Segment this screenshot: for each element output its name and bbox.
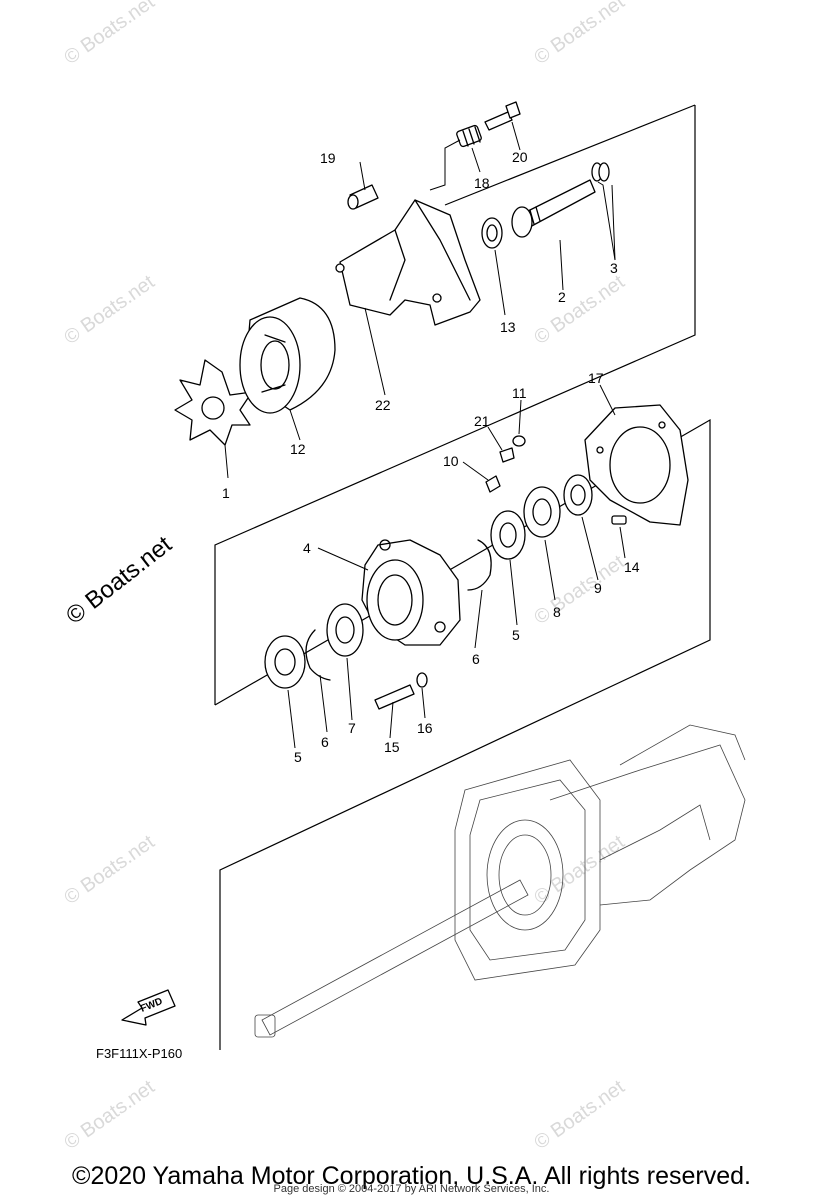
part-coupler-12 (239, 297, 336, 414)
part-collar-19 (347, 184, 379, 210)
part-circlip-6-lower (305, 629, 331, 681)
watermark: © Boats.net (60, 831, 159, 909)
part-o-rings-3 (591, 162, 610, 182)
callout-22: 22 (375, 397, 391, 413)
watermark: © Boats.net (60, 271, 159, 349)
callout-19: 19 (320, 150, 336, 166)
part-spring-18 (456, 124, 482, 148)
callout-12: 12 (290, 441, 306, 457)
callout-5-upper: 5 (512, 627, 520, 643)
watermark: © Boats.net (530, 831, 629, 909)
part-bolt-15 (374, 684, 415, 710)
callout-21: 21 (474, 413, 490, 429)
part-shaft-2 (511, 179, 596, 238)
diagram-code: F3F111X-P160 (96, 1046, 182, 1061)
callout-15: 15 (384, 739, 400, 755)
callout-18: 18 (474, 175, 490, 191)
callout-5-lower: 5 (294, 749, 302, 765)
exploded-frame (214, 104, 711, 1050)
part-housing-4 (361, 539, 461, 646)
part-seal-9 (563, 474, 593, 516)
part-nipple-10 (485, 475, 501, 493)
watermark: © Boats.net (60, 0, 159, 69)
callout-17: 17 (588, 370, 604, 386)
assembly-pump-reference (254, 724, 746, 1038)
part-pin-14 (611, 515, 627, 525)
callout-16: 16 (417, 720, 433, 736)
page-design-notice: Page design © 2004-2017 by ARI Network S… (273, 1183, 550, 1195)
part-bearing-7 (326, 603, 364, 657)
part-bolt-21 (499, 447, 515, 463)
copyright-notice: ©2020 Yamaha Motor Corporation, U.S.A. A… (72, 1162, 751, 1190)
part-bolt-20 (484, 101, 521, 131)
callout-20: 20 (512, 149, 528, 165)
part-cover-22 (335, 199, 481, 326)
callout-7: 7 (348, 720, 356, 736)
part-bearing-8 (523, 486, 561, 538)
part-housing-cover-17 (584, 404, 689, 526)
callout-9: 9 (594, 580, 602, 596)
watermark: © Boats.net (530, 551, 629, 629)
fwd-arrow: FWD (121, 989, 176, 1026)
leader-18 (429, 139, 461, 191)
watermark-layer: © Boats.net © Boats.net © Boats.net © Bo… (60, 0, 629, 1154)
watermark: © Boats.net (60, 1076, 159, 1154)
callouts: 1 2 3 4 5 5 6 6 7 8 9 10 11 12 13 14 15 … (222, 149, 640, 765)
callout-11: 11 (512, 385, 527, 401)
callout-1: 1 (222, 485, 230, 501)
callout-10: 10 (443, 453, 459, 469)
callout-4: 4 (303, 540, 311, 556)
watermark-main: © Boats.net (61, 531, 177, 630)
watermark: © Boats.net (530, 271, 629, 349)
callout-3: 3 (610, 260, 618, 276)
leader-lines (224, 121, 626, 749)
part-circlip-6-upper (467, 539, 492, 591)
callout-8: 8 (553, 604, 561, 620)
callout-13: 13 (500, 319, 516, 335)
callout-6-upper: 6 (472, 651, 480, 667)
callout-6-lower: 6 (321, 734, 329, 750)
part-washer-16 (416, 672, 428, 688)
callout-14: 14 (624, 559, 640, 575)
watermark: © Boats.net (530, 1076, 629, 1154)
part-bearing-5-lower (264, 635, 306, 689)
watermark: © Boats.net (530, 0, 629, 69)
part-washer-13 (481, 217, 503, 249)
part-bearing-5-upper (490, 510, 526, 560)
callout-2: 2 (558, 289, 566, 305)
part-damper-1 (174, 359, 253, 446)
part-cap-11 (512, 435, 526, 447)
